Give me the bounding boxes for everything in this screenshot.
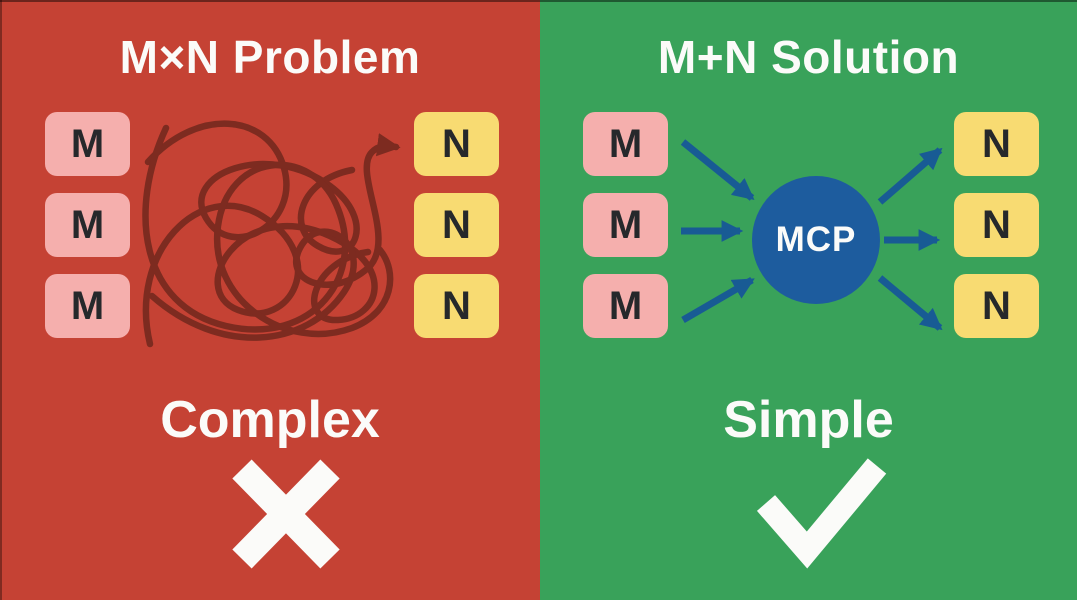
n-box: N — [954, 112, 1039, 176]
mcp-hub-label: MCP — [775, 220, 857, 259]
m-box: M — [45, 112, 130, 176]
m-box: M — [45, 193, 130, 257]
n-box: N — [414, 274, 499, 338]
m-box: M — [583, 193, 668, 257]
problem-caption: Complex — [160, 391, 380, 449]
m-box: M — [45, 274, 130, 338]
n-box: N — [954, 274, 1039, 338]
left-edge-border — [0, 0, 2, 600]
solution-m-column: M M M — [583, 112, 668, 338]
top-edge-border — [0, 0, 1077, 2]
n-box: N — [414, 193, 499, 257]
problem-title: M×N Problem — [119, 31, 421, 83]
problem-panel: M×N Problem M M M N N N Complex — [0, 0, 540, 600]
n-box: N — [954, 193, 1039, 257]
m-box: M — [583, 112, 668, 176]
m-box: M — [583, 274, 668, 338]
problem-n-column: N N N — [414, 112, 499, 338]
problem-m-column: M M M — [45, 112, 130, 338]
solution-n-column: N N N — [954, 112, 1039, 338]
mcp-hub: MCP — [752, 176, 880, 304]
solution-title: M+N Solution — [657, 31, 960, 83]
solution-caption: Simple — [723, 391, 894, 449]
n-box: N — [414, 112, 499, 176]
